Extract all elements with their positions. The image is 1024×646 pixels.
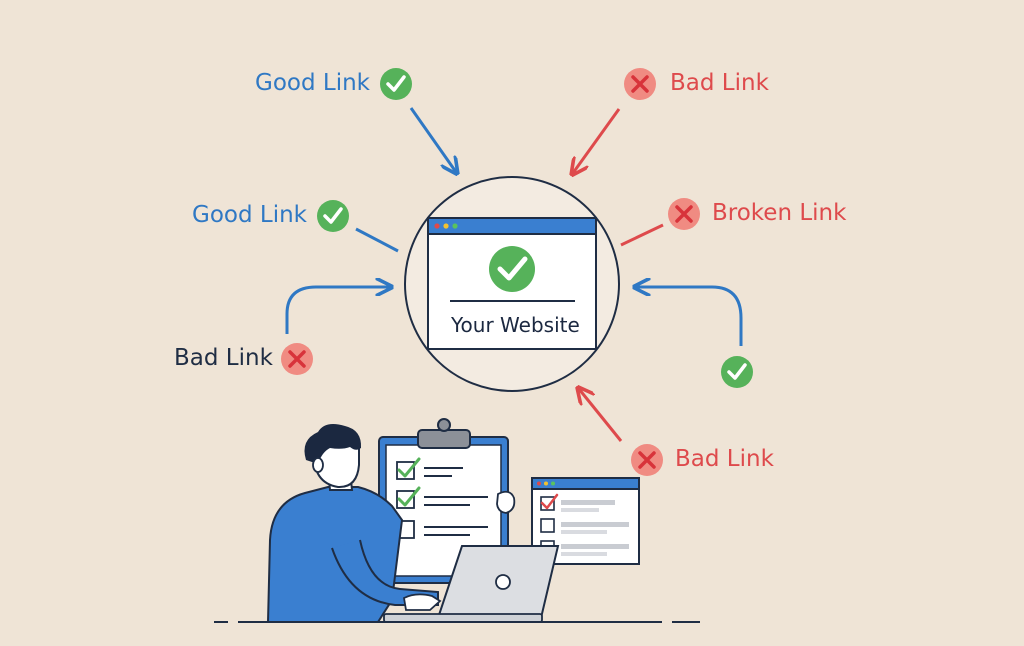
good-link-top-label: Good Link (255, 70, 370, 96)
broken-link-label: Broken Link (712, 200, 847, 226)
arrow-broken-link (620, 223, 664, 247)
bad-link-top-label: Bad Link (670, 70, 769, 96)
arrow-bad-link-bottom (579, 389, 623, 442)
broken-link-x-icon (668, 198, 700, 230)
website-check-icon (489, 246, 535, 292)
good-link-mid-label: Good Link (192, 202, 307, 228)
bad-link-top-x-icon (624, 68, 656, 100)
bad-link-bottom-x-icon (631, 444, 663, 476)
person-illustration (266, 424, 516, 623)
arrow-bad-link-left (285, 287, 390, 334)
website-label: Your Website (451, 313, 580, 337)
bad-link-left-x-icon (281, 343, 313, 375)
bad-link-bottom-label: Bad Link (675, 446, 774, 472)
arrow-bad-link-top (573, 108, 621, 173)
arrow-good-link-mid (355, 227, 399, 253)
good-link-mid-check-icon (317, 200, 349, 232)
bad-link-left-label: Bad Link (174, 345, 273, 371)
arrow-good-link-top (409, 107, 456, 172)
laptop (383, 545, 560, 623)
good-link-top-check-icon (380, 68, 412, 100)
right-check-icon (721, 356, 753, 388)
arrow-good-link-right (636, 287, 743, 346)
